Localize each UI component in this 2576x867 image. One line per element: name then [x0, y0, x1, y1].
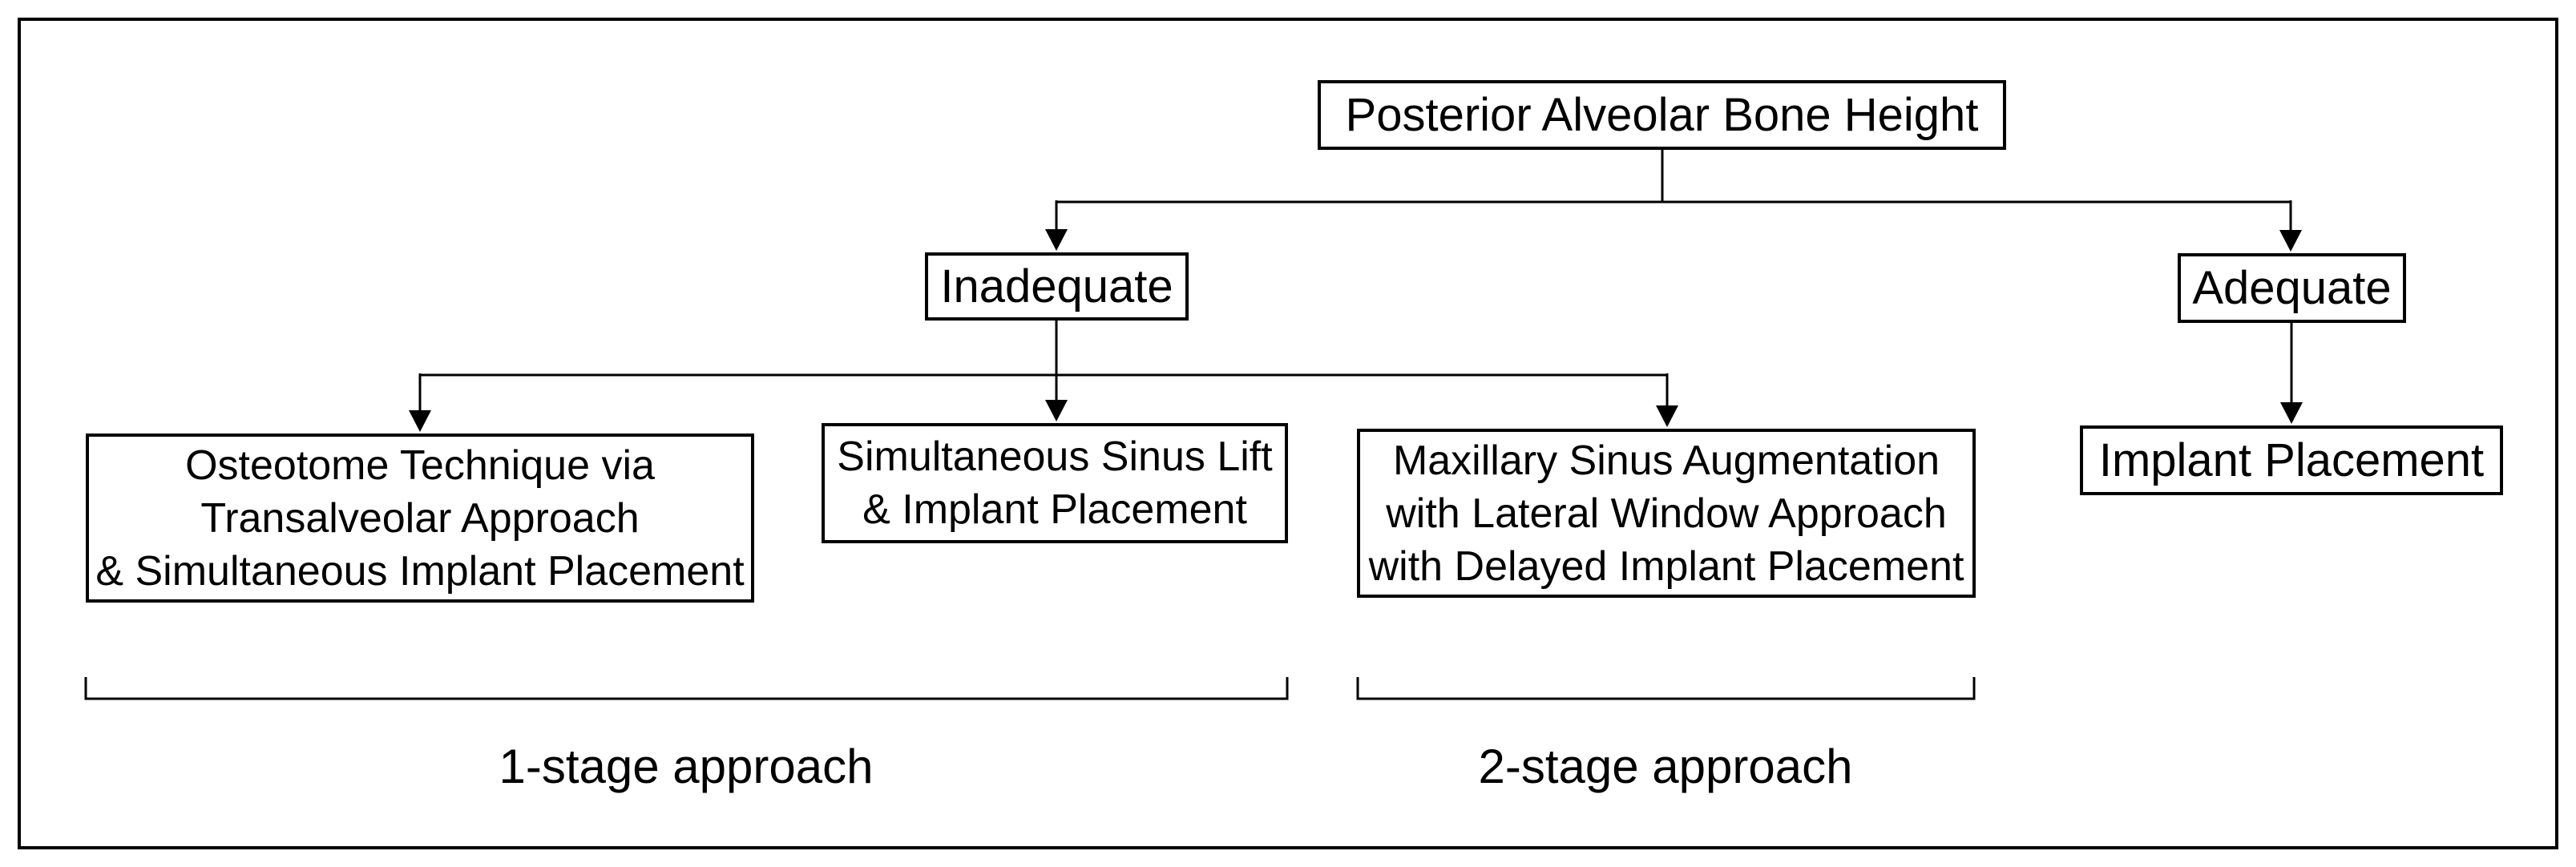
node-posterior-alveolar-bone-height: Posterior Alveolar Bone Height [1318, 80, 2006, 150]
arrowhead-implant [2280, 402, 2303, 424]
label-one-stage-approach: 1-stage approach [499, 740, 874, 793]
node-osteotome-technique-label: Osteotome Technique via Transalveolar Ap… [95, 442, 745, 595]
node-inadequate: Inadequate [925, 252, 1189, 321]
node-inadequate-label: Inadequate [940, 260, 1173, 313]
node-simultaneous-sinus-lift-label: Simultaneous Sinus Lift & Implant Placem… [837, 434, 1273, 533]
node-maxillary-sinus-augmentation-label: Maxillary Sinus Augmentation with Latera… [1368, 437, 1964, 590]
node-adequate: Adequate [2178, 253, 2406, 323]
label-two-stage-approach: 2-stage approach [1478, 740, 1853, 793]
arrowhead-adequate [2279, 230, 2302, 252]
node-posterior-alveolar-bone-height-label: Posterior Alveolar Bone Height [1345, 88, 1979, 141]
node-adequate-label: Adequate [2192, 261, 2392, 314]
bracket-two-stage [1356, 677, 1976, 700]
node-maxillary-sinus-augmentation: Maxillary Sinus Augmentation with Latera… [1357, 429, 1976, 598]
node-implant-placement-label: Implant Placement [2098, 434, 2485, 486]
arrowhead-simultaneous [1045, 400, 1068, 421]
arrowhead-maxillary [1656, 405, 1678, 427]
node-implant-placement: Implant Placement [2080, 425, 2503, 495]
arrowhead-inadequate [1045, 229, 1068, 251]
arrowhead-osteotome [409, 410, 431, 432]
bracket-one-stage [84, 677, 1289, 700]
node-simultaneous-sinus-lift: Simultaneous Sinus Lift & Implant Placem… [822, 423, 1288, 543]
figure-border [18, 18, 2558, 849]
node-osteotome-technique: Osteotome Technique via Transalveolar Ap… [86, 434, 754, 603]
